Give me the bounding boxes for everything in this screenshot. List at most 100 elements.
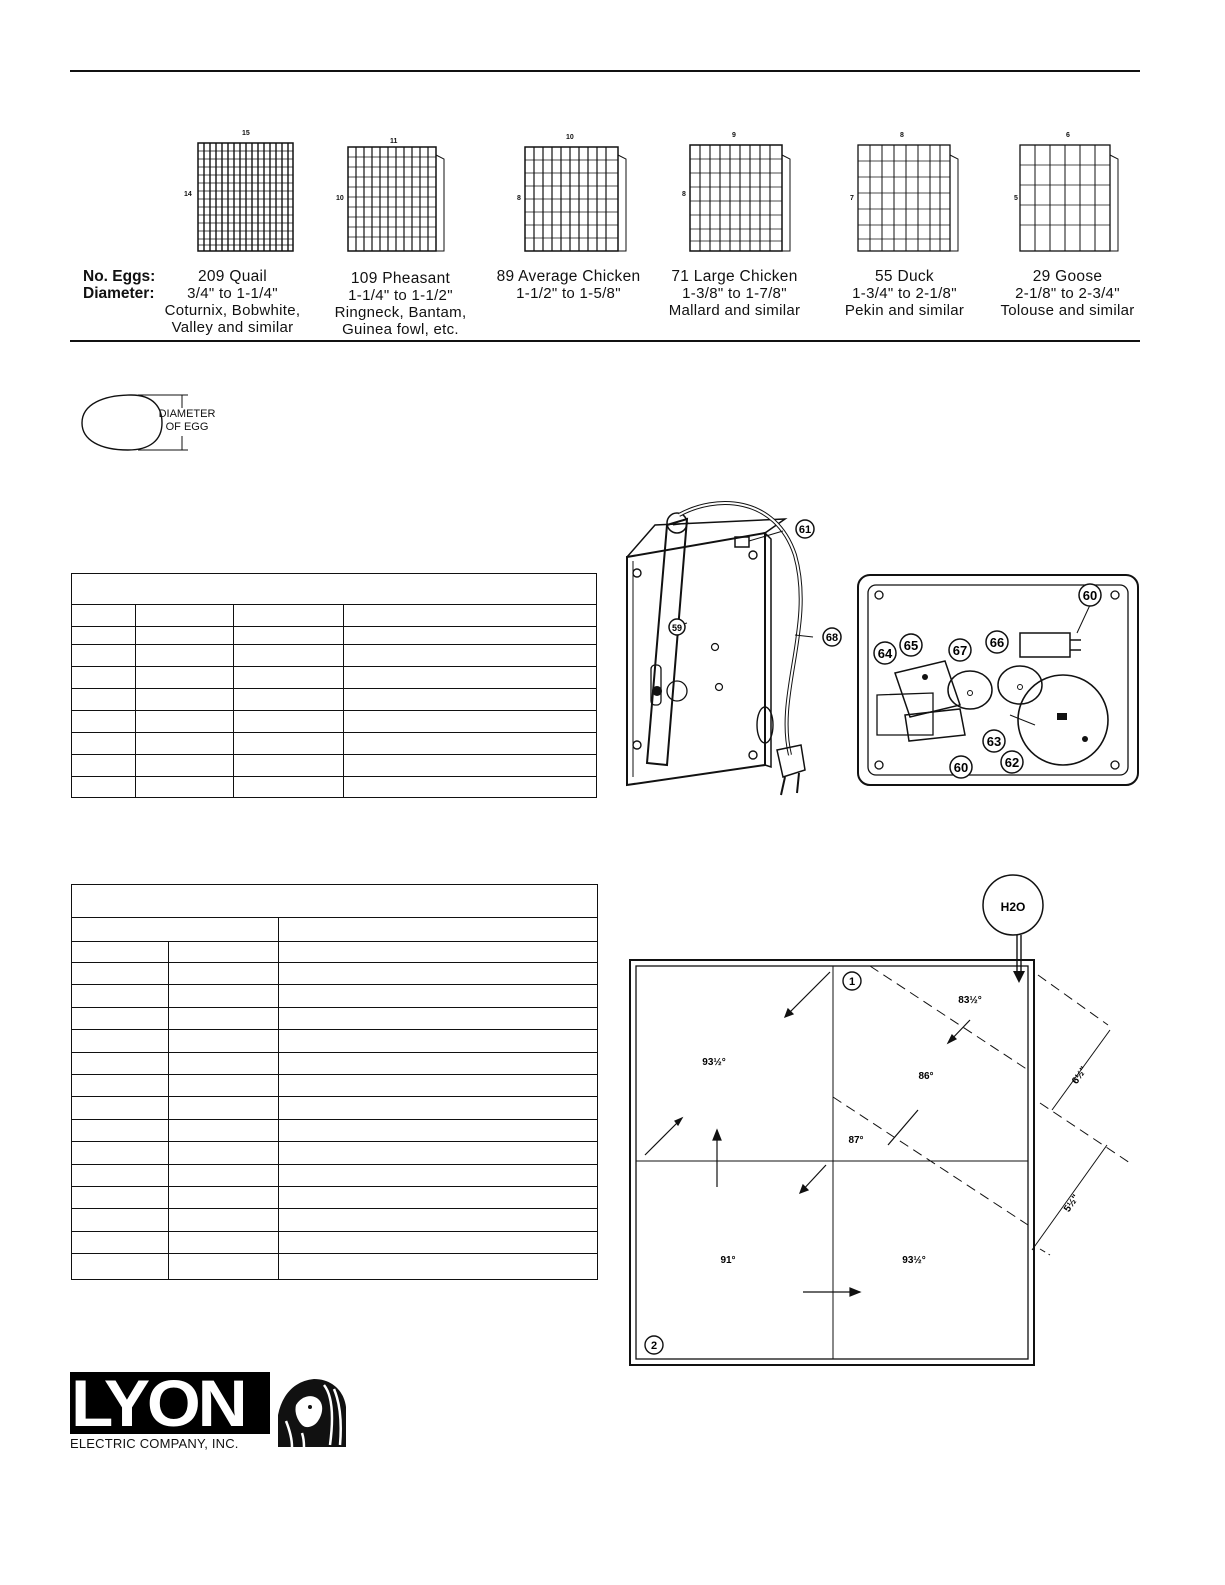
quail-tray-grid bbox=[197, 142, 294, 252]
callout-61: 61 bbox=[799, 524, 811, 536]
tray-large-chicken: 71 Large Chicken 1-3/8" to 1-7/8" Mallar… bbox=[652, 268, 817, 319]
turner-control-panel bbox=[857, 574, 1139, 786]
callout-67: 67 bbox=[953, 643, 967, 658]
callout-61-circle bbox=[795, 519, 815, 539]
tray-count-name: 109 Pheasant bbox=[350, 270, 451, 287]
callout-66: 66 bbox=[990, 635, 1004, 650]
egg-diameter-diagram bbox=[81, 394, 188, 451]
egg-label-line1: DIAMETER bbox=[158, 408, 216, 420]
egg-label-line2: OF EGG bbox=[165, 421, 209, 433]
tray-desc: Tolouse and similar bbox=[1000, 302, 1135, 319]
pheasant-tray-grid bbox=[347, 146, 445, 252]
no-eggs-label: No. Eggs: bbox=[83, 268, 156, 285]
tray-count-name: 209 Quail bbox=[197, 268, 268, 285]
quail-rows: 14 bbox=[184, 191, 192, 198]
quail-cols: 15 bbox=[242, 130, 250, 137]
tray-desc: Coturnix, Bobwhite, bbox=[164, 302, 301, 319]
logo-company: ELECTRIC COMPANY, INC. bbox=[70, 1436, 239, 1451]
callout-64: 64 bbox=[878, 646, 893, 661]
avg-chicken-cols: 10 bbox=[566, 134, 574, 141]
tray-quail: 209 Quail 3/4" to 1-1/4" Coturnix, Bobwh… bbox=[150, 268, 315, 336]
callout-62-circle bbox=[1000, 750, 1024, 774]
tray-desc: Valley and similar bbox=[171, 319, 294, 336]
duck-tray-grid bbox=[857, 144, 959, 252]
temp-top-right: 83½° bbox=[958, 995, 981, 1006]
marker-2: 2 bbox=[651, 1340, 657, 1352]
tray-duck: 55 Duck 1-3/4" to 2-1/8" Pekin and simil… bbox=[822, 268, 987, 319]
callout-63: 63 bbox=[987, 734, 1001, 749]
lyon-logo-wordmark: LYON bbox=[70, 1372, 270, 1434]
section-rule bbox=[70, 340, 1140, 342]
marker-1-circle bbox=[842, 971, 862, 991]
table-header bbox=[71, 883, 598, 919]
callout-62: 62 bbox=[1005, 755, 1019, 770]
pheasant-cols: 11 bbox=[390, 138, 398, 145]
marker-1: 1 bbox=[849, 976, 855, 988]
callout-59: 59 bbox=[672, 623, 682, 633]
tray-diameter: 3/4" to 1-1/4" bbox=[187, 285, 278, 302]
average-chicken-tray-grid bbox=[524, 146, 627, 252]
callout-64-circle bbox=[873, 641, 897, 665]
duck-cols: 8 bbox=[900, 132, 904, 139]
tray-count-name: 55 Duck bbox=[875, 268, 934, 285]
callout-65: 65 bbox=[904, 638, 918, 653]
dim-upper: 6½" bbox=[1070, 1065, 1090, 1087]
callout-66-circle bbox=[985, 630, 1009, 654]
callout-65-circle bbox=[899, 633, 923, 657]
dim-lower: 5½" bbox=[1062, 1193, 1082, 1215]
table-header bbox=[71, 573, 597, 605]
tray-goose: 29 Goose 2-1/8" to 2-3/4" Tolouse and si… bbox=[985, 268, 1150, 319]
top-rule bbox=[70, 70, 1140, 72]
callout-60b-circle bbox=[949, 755, 973, 779]
callout-60b: 60 bbox=[954, 760, 968, 775]
water-label: H2O bbox=[1001, 900, 1026, 914]
schedule-table-empty bbox=[71, 883, 598, 1280]
temp-bottom-left: 91° bbox=[720, 1255, 735, 1266]
large-chicken-tray-grid bbox=[689, 144, 791, 252]
diameter-label: Diameter: bbox=[83, 285, 155, 302]
turner-assembly-drawing: 61 68 59 60 64 65 67 66 63 60 62 bbox=[626, 501, 1139, 796]
lion-emblem-icon bbox=[274, 1375, 349, 1447]
tray-diameter: 1-1/2" to 1-5/8" bbox=[516, 285, 621, 302]
duck-rows: 7 bbox=[850, 195, 854, 202]
temp-bottom-right: 93½° bbox=[902, 1255, 925, 1266]
tray-desc: Ringneck, Bantam, bbox=[334, 304, 467, 321]
tray-desc: Guinea fowl, etc. bbox=[342, 321, 459, 338]
callout-68-circle bbox=[822, 627, 842, 647]
callout-59-circle bbox=[668, 618, 686, 636]
tray-desc: Mallard and similar bbox=[668, 302, 801, 319]
tray-pheasant: 109 Pheasant 1-1/4" to 1-1/2" Ringneck, … bbox=[318, 270, 483, 338]
goose-cols: 6 bbox=[1066, 132, 1070, 139]
tray-grids bbox=[197, 142, 1119, 252]
tray-count-name: 89 Average Chicken bbox=[496, 268, 641, 285]
avg-chicken-rows: 8 bbox=[517, 195, 521, 202]
callout-60a: 60 bbox=[1083, 588, 1097, 603]
parts-table-empty bbox=[71, 573, 597, 798]
pheasant-rows: 10 bbox=[336, 195, 344, 202]
temp-top-left: 93½° bbox=[702, 1057, 725, 1068]
tray-desc: Pekin and similar bbox=[844, 302, 965, 319]
callout-67-circle bbox=[948, 638, 972, 662]
tray-count-name: 29 Goose bbox=[1032, 268, 1103, 285]
goose-rows: 5 bbox=[1014, 195, 1018, 202]
temperature-zone-diagram: 1 2 H2O 93½° 83½° 86° 87° 91° 93½° 6½" 5… bbox=[629, 874, 1131, 1366]
callout-63-circle bbox=[982, 729, 1006, 753]
callout-68: 68 bbox=[826, 632, 838, 644]
marker-2-circle bbox=[644, 1335, 664, 1355]
tray-count-name: 71 Large Chicken bbox=[671, 268, 798, 285]
tray-average-chicken: 89 Average Chicken 1-1/2" to 1-5/8" bbox=[486, 268, 651, 302]
water-source-circle bbox=[982, 874, 1044, 936]
large-chicken-rows: 8 bbox=[682, 191, 686, 198]
callout-60a-circle bbox=[1078, 583, 1102, 607]
goose-tray-grid bbox=[1019, 144, 1119, 252]
logo-brand: LYON bbox=[71, 1372, 248, 1434]
large-chicken-cols: 9 bbox=[732, 132, 736, 139]
tray-diameter: 1-3/4" to 2-1/8" bbox=[852, 285, 957, 302]
tray-diameter: 1-1/4" to 1-1/2" bbox=[348, 287, 453, 304]
tray-diameter: 1-3/8" to 1-7/8" bbox=[682, 285, 787, 302]
temp-center: 87° bbox=[848, 1135, 863, 1146]
egg-diameter-label: DIAMETER OF EGG bbox=[155, 408, 219, 434]
tray-diameter: 2-1/8" to 2-3/4" bbox=[1015, 285, 1120, 302]
turner-motor-box bbox=[626, 501, 814, 796]
